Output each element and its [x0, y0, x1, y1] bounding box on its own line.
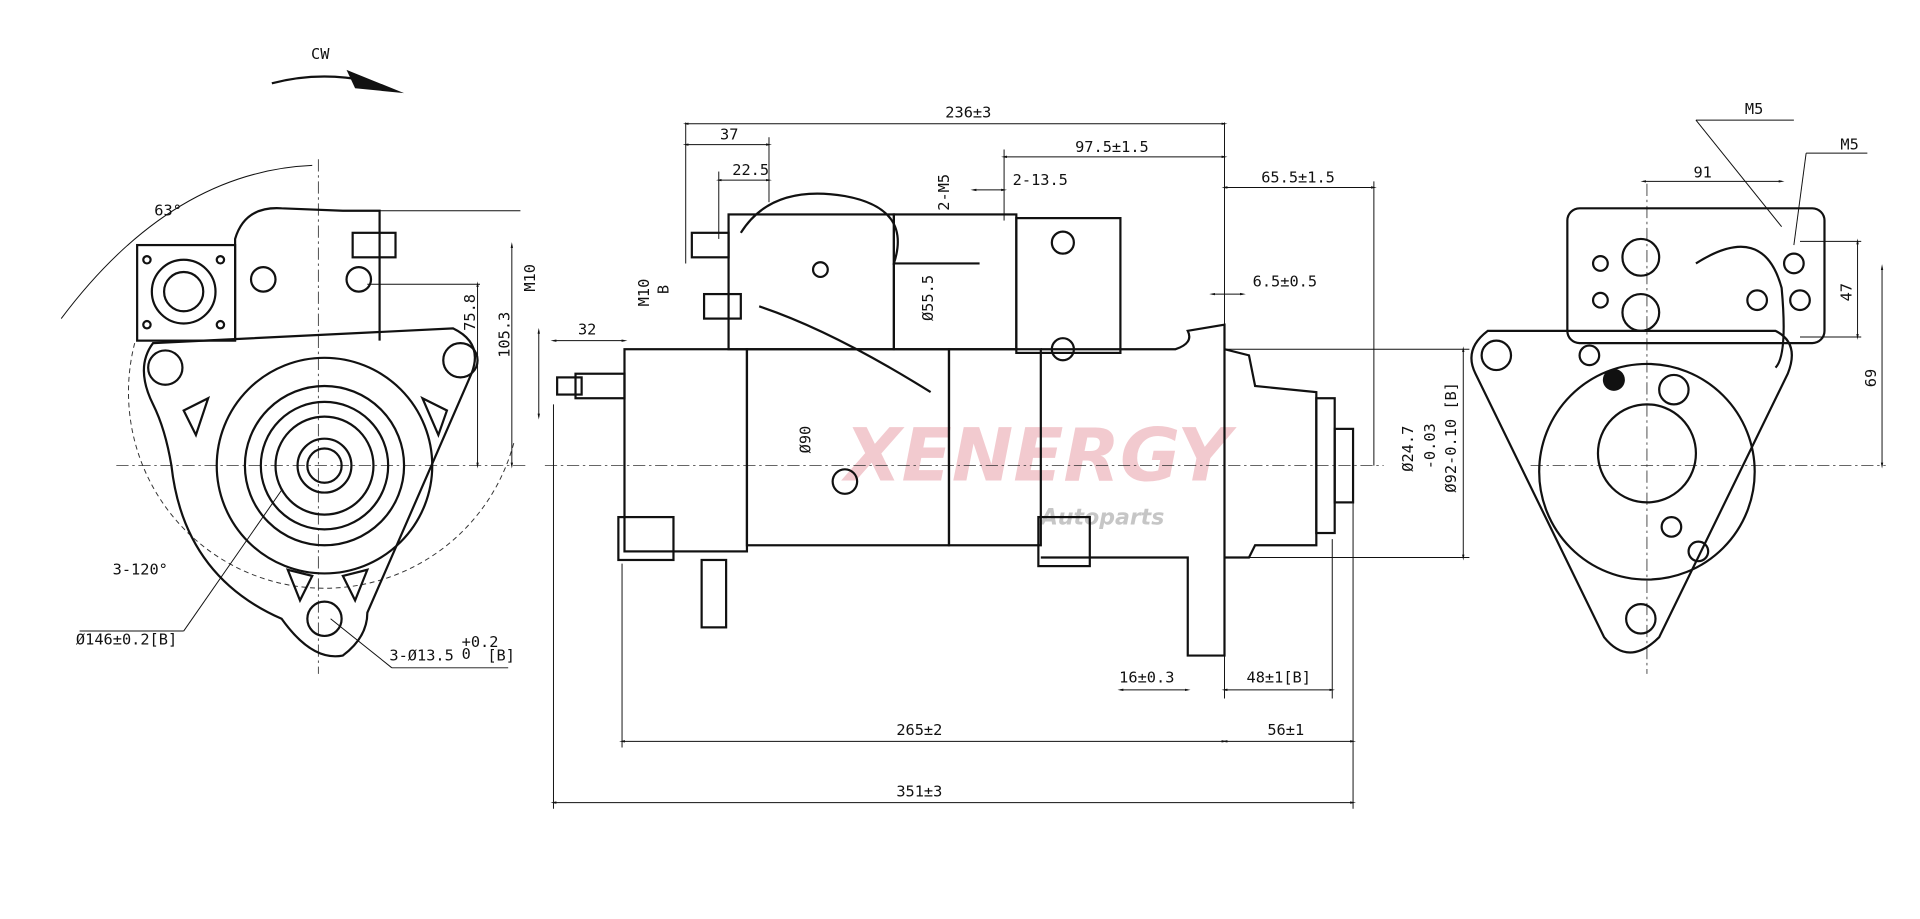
dim-91: 91: [1693, 164, 1711, 182]
m5-label-b: M5: [1840, 135, 1858, 153]
terminal-m10: M10: [635, 279, 653, 307]
dim-56: 56±1: [1267, 721, 1304, 739]
dim-32: 32: [578, 321, 596, 339]
hole-label: 3-Ø13.5: [389, 646, 453, 664]
front-view: 63° 3-120° Ø146±0.2[B] 3-Ø13.5 +0.2 0 [B…: [60, 159, 540, 674]
hole-datum: [B]: [487, 646, 515, 664]
watermark-brand: XENERGY: [841, 413, 1237, 498]
dim-m10: M10: [521, 264, 539, 292]
spacing-label: 3-120°: [113, 561, 168, 579]
dim-2-m5: 2-M5: [935, 174, 953, 211]
dim-105-3: 105.3: [495, 312, 513, 358]
dia-55-5: Ø55.5: [919, 275, 937, 321]
dim-16: 16±0.3: [1119, 669, 1174, 687]
m5-label-a: M5: [1745, 100, 1763, 118]
brand-watermark: XENERGY Autoparts: [841, 413, 1237, 530]
dim-6-5: 6.5±0.5: [1253, 273, 1317, 291]
hole-tol-lower: 0: [462, 645, 471, 663]
dia-92-tol: -0.03: [1421, 423, 1439, 469]
dim-48: 48±1[B]: [1247, 669, 1311, 687]
rotation-label: CW: [311, 45, 330, 63]
dia-90: Ø90: [797, 426, 815, 454]
dia-24-7: Ø24.7: [1399, 426, 1417, 472]
dim-65-5: 65.5±1.5: [1261, 169, 1335, 187]
dim-236: 236±3: [945, 104, 991, 122]
dim-2-13-5: 2-13.5: [1013, 171, 1068, 189]
angle-63-label: 63°: [154, 202, 182, 220]
arrow-icon: [346, 69, 405, 94]
dim-22-5: 22.5: [732, 161, 769, 179]
dim-97-5: 97.5±1.5: [1075, 138, 1149, 156]
dim-75-8: 75.8: [461, 294, 479, 331]
dia-92: Ø92-0.10 [B]: [1442, 382, 1460, 493]
dim-47: 47: [1837, 283, 1855, 301]
rotation-indicator: CW: [271, 45, 405, 94]
side-view: 236±3 37 22.5 97.5±1.5 2-M5 2-13.5 65.5±…: [544, 104, 1470, 809]
hole-tol-upper: +0.2: [462, 633, 499, 651]
pilot-diameter-label: Ø146±0.2[B]: [76, 631, 177, 649]
dim-351: 351±3: [896, 782, 942, 800]
dim-37: 37: [720, 126, 738, 144]
terminal-b: B: [655, 285, 673, 294]
rear-view: M5 M5 91 47 69: [1470, 100, 1886, 674]
dim-265: 265±2: [896, 721, 942, 739]
dim-69: 69: [1862, 369, 1880, 387]
